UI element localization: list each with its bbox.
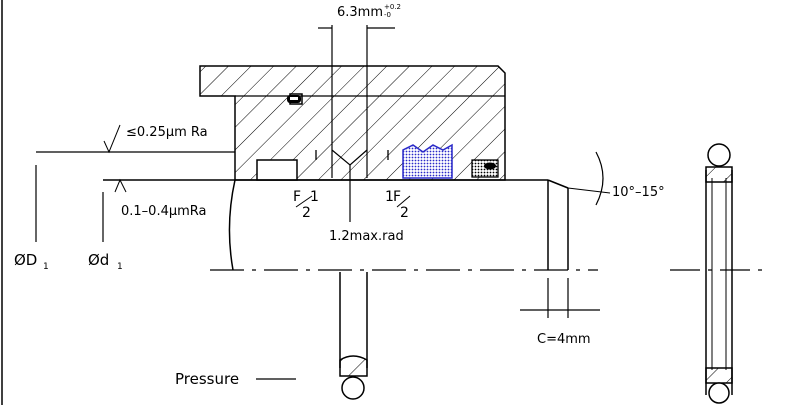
- f-right-denominator: 2: [400, 205, 409, 221]
- groove-width-upper-tol: +0.2: [384, 3, 401, 11]
- lower-o-ring-section: [339, 272, 368, 400]
- rod: [103, 179, 569, 271]
- diameter-D-sub: 1: [43, 262, 49, 272]
- surface-finish-bore-label: ≤0.25µm Ra: [126, 125, 208, 140]
- surface-finish-symbol-bore: [103, 124, 121, 154]
- ring-side-view: [670, 143, 770, 404]
- radius-label: 1.2max.rad: [329, 229, 404, 244]
- surface-finish-rod-label: 0.1–0.4µmRa: [121, 204, 207, 219]
- diameter-D-label: ØD: [14, 251, 37, 269]
- groove-width-label: 6.3mm: [337, 5, 383, 20]
- chamfer-angle-label: 10°–15°: [612, 185, 665, 200]
- diameter-d-label: Ød: [88, 251, 109, 269]
- f-left-numerator: F: [293, 189, 301, 205]
- groove-width-lower-tol: -0: [384, 11, 391, 19]
- u-seal-profile: [402, 143, 453, 179]
- pressure-label: Pressure: [175, 370, 239, 388]
- f-right-numerator: F: [393, 189, 401, 205]
- f-left-denominator: 2: [302, 205, 311, 221]
- diameter-d-sub: 1: [117, 262, 123, 272]
- f-right-mark: 1: [385, 189, 394, 205]
- f-left-mark: 1: [310, 189, 319, 205]
- chamfer-length-label: C=4mm: [537, 332, 591, 347]
- surface-finish-symbol-rod: [114, 178, 127, 193]
